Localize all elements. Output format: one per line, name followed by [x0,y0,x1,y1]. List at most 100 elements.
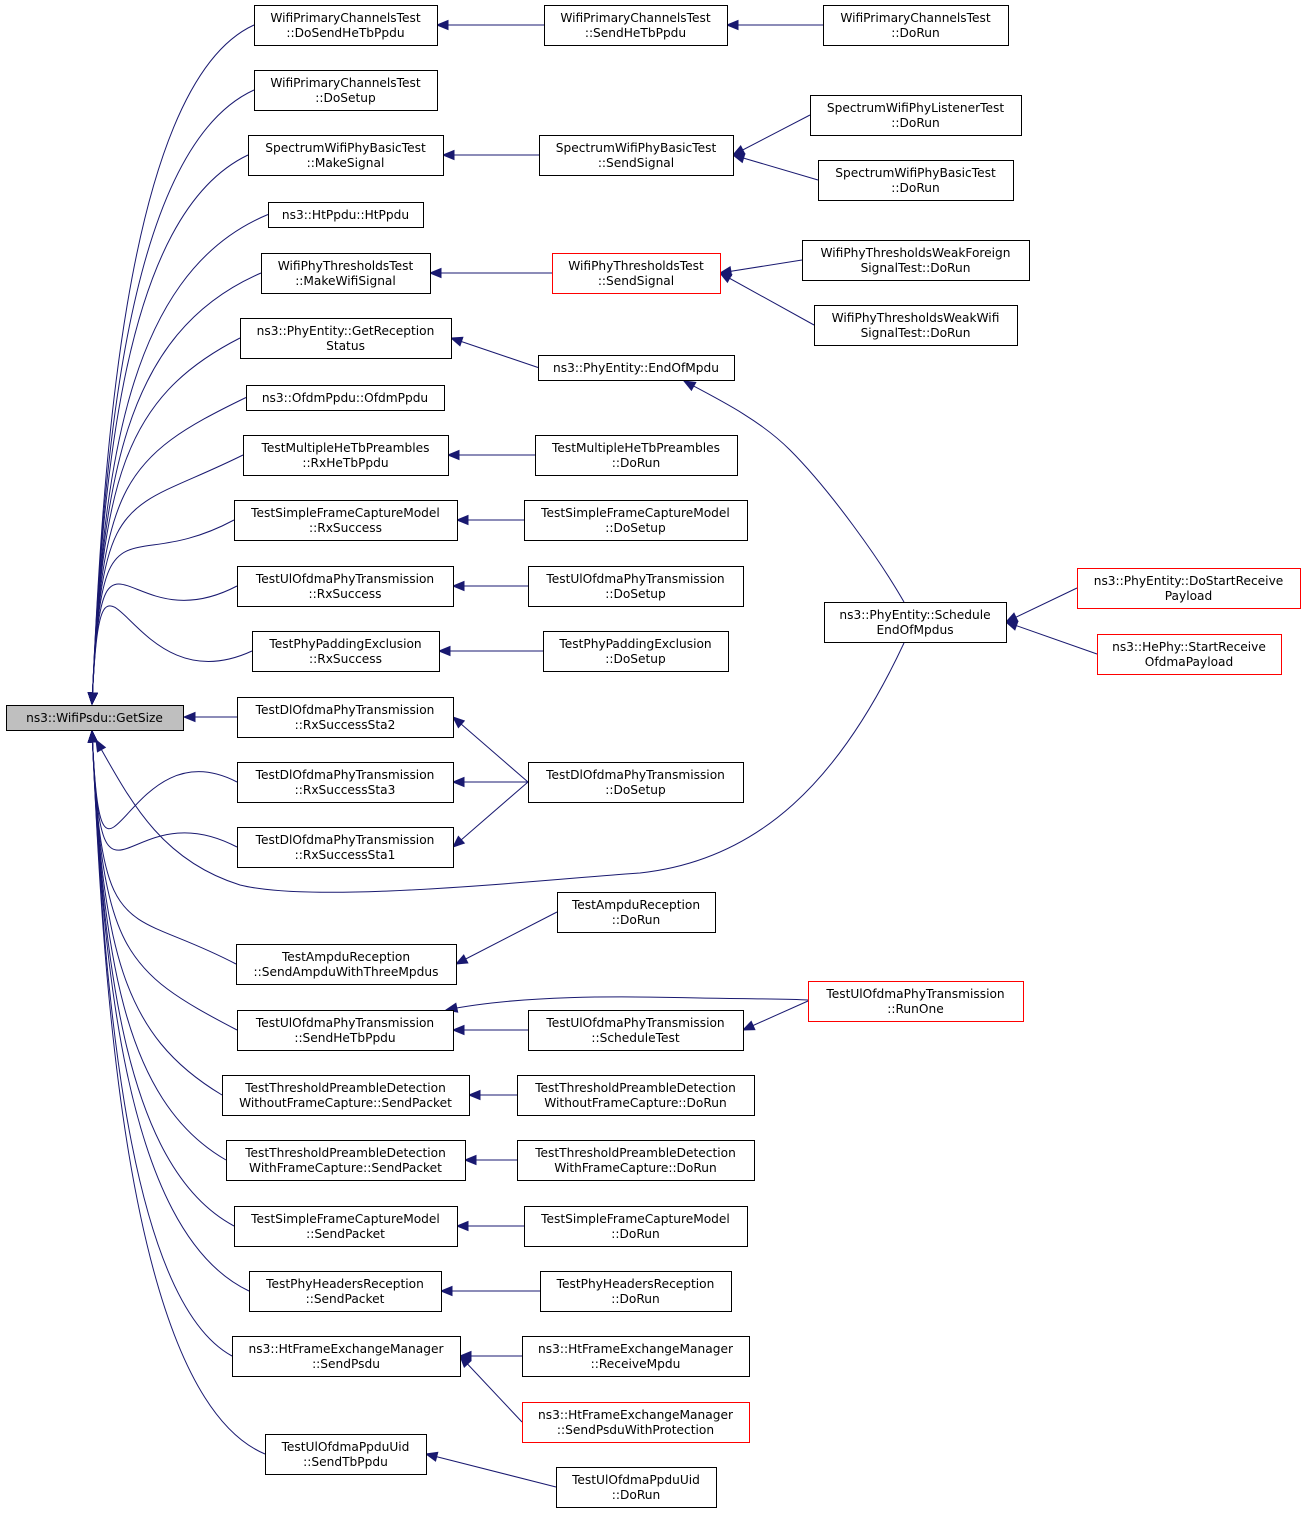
node-label-line: WifiPhyThresholdsTest [278,259,414,273]
node-label-line: ns3::HtFrameExchangeManager [538,1342,734,1356]
node-tar-dorun[interactable]: TestAmpduReception::DoRun [557,892,716,933]
node-tul-sched[interactable]: TestUlOfdmaPhyTransmission::ScheduleTest [528,1010,744,1051]
node-label-line: TestAmpduReception [571,898,700,912]
node-label-line: ::DoRun [891,116,939,130]
node-label-line: TestPhyPaddingExclusion [268,637,421,651]
edge-tmhe_dorun-to-tmhe_rx [446,449,535,461]
node-label-line: ::SendAmpduWithThreeMpdus [254,965,439,979]
node-label-line: TestUlOfdmaPhyTransmission [825,987,1004,1001]
edge-tdl_rx2-to-root [182,711,237,723]
node-tsfc-rx[interactable]: TestSimpleFrameCaptureModel::RxSuccess [234,500,458,541]
node-tulu-dorun[interactable]: TestUlOfdmaPpduUid::DoRun [556,1467,717,1508]
node-pe-endof[interactable]: ns3::PhyEntity::EndOfMpdu [538,355,735,381]
node-label-line: ns3::OfdmPpdu::OfdmPpdu [262,391,428,405]
node-tmhe-dorun[interactable]: TestMultipleHeTbPreambles::DoRun [535,435,738,476]
node-label-line: ::DoRun [612,456,660,470]
node-tul-runone[interactable]: TestUlOfdmaPhyTransmission::RunOne [808,981,1024,1022]
node-tsfc-dosetup[interactable]: TestSimpleFrameCaptureModel::DoSetup [524,500,748,541]
node-wpc-dosend[interactable]: WifiPrimaryChannelsTest::DoSendHeTbPpdu [254,5,438,46]
node-ttpd-wo-dorun[interactable]: TestThresholdPreambleDetectionWithoutFra… [517,1075,755,1116]
edge-tul_runone-to-tul_send [444,996,809,1013]
node-tphr-send[interactable]: TestPhyHeadersReception::SendPacket [249,1271,442,1312]
node-label-line: TestSimpleFrameCaptureModel [250,1212,440,1226]
node-label-line: ::DoRun [612,1488,660,1502]
node-label-line: WithoutFrameCapture::SendPacket [239,1096,452,1110]
node-label-line: ::SendPacket [306,1292,385,1306]
node-label-line: TestPhyPaddingExclusion [558,637,711,651]
node-label-line: OfdmaPayload [1145,655,1234,669]
node-tdl-dosetup[interactable]: TestDlOfdmaPhyTransmission::DoSetup [528,762,744,803]
node-tar-send[interactable]: TestAmpduReception::SendAmpduWithThreeMp… [236,944,457,985]
node-label-line: ns3::WifiPsdu::GetSize [26,711,163,725]
edge-ttpd_wo_send-to-root [87,729,223,1096]
node-tul-rx[interactable]: TestUlOfdmaPhyTransmission::RxSuccess [237,566,454,607]
node-label-line: ::MakeSignal [307,156,385,170]
node-label-line: ::SendPsdu [312,1357,380,1371]
node-tpp-rx[interactable]: TestPhyPaddingExclusion::RxSuccess [252,631,440,672]
nodes-layer: ns3::WifiPsdu::GetSize WifiPrimaryChannel… [6,5,1301,1508]
edge-pe_endof-to-pe_getrx [449,336,539,368]
node-wpc-dosetup[interactable]: WifiPrimaryChannelsTest::DoSetup [254,70,438,111]
node-ttpd-wo-send[interactable]: TestThresholdPreambleDetectionWithoutFra… [222,1075,470,1116]
edge-tul_dosetup-to-tul_rx [451,580,528,592]
node-wpt-make[interactable]: WifiPhyThresholdsTest::MakeWifiSignal [261,253,431,294]
node-label-line: TestThresholdPreambleDetection [534,1081,736,1095]
edge-wptwf_dorun-to-wpt_sendsig [718,259,803,277]
edges-layer [87,19,1098,1488]
node-wptww-dorun[interactable]: WifiPhyThresholdsWeakWifiSignalTest::DoR… [814,305,1018,346]
node-label-line: ::SendHeTbPpdu [294,1031,395,1045]
node-tulu-send[interactable]: TestUlOfdmaPpduUid::SendTbPpdu [265,1434,427,1475]
edge-pe_sched-to-root [95,642,905,893]
node-tdl-rx2[interactable]: TestDlOfdmaPhyTransmission::RxSuccessSta… [237,697,454,738]
edge-tsfc_dorun-to-tsfc_send [455,1220,524,1232]
node-tpp-dosetup[interactable]: TestPhyPaddingExclusion::DoSetup [543,631,729,672]
node-wpc-sendhe[interactable]: WifiPrimaryChannelsTest::SendHeTbPpdu [544,5,728,46]
node-label-line: TestPhyHeadersReception [265,1277,424,1291]
node-wptwf-dorun[interactable]: WifiPhyThresholdsWeakForeignSignalTest::… [802,240,1030,281]
node-label-line: ::RunOne [887,1002,943,1016]
node-label-line: ::RxSuccessSta3 [295,783,396,797]
node-wpc-dorun[interactable]: WifiPrimaryChannelsTest::DoRun [823,5,1009,46]
node-ttpd-w-send[interactable]: TestThresholdPreambleDetectionWithFrameC… [226,1140,466,1181]
edge-tulu_dorun-to-tulu_send [424,1451,557,1488]
node-htppdu[interactable]: ns3::HtPpdu::HtPpdu [268,202,424,228]
node-tdl-rx3[interactable]: TestDlOfdmaPhyTransmission::RxSuccessSta… [237,762,454,803]
node-wpt-sendsig[interactable]: WifiPhyThresholdsTest::SendSignal [552,253,721,294]
node-label-line: SpectrumWifiPhyBasicTest [835,166,996,180]
node-tmhe-rx[interactable]: TestMultipleHeTbPreambles::RxHeTbPpdu [243,435,449,476]
edge-pe_dostart-to-pe_sched [1004,587,1078,623]
node-swpb-sendsig[interactable]: SpectrumWifiPhyBasicTest::SendSignal [539,135,734,176]
node-label-line: ::SendSignal [598,156,674,170]
node-tul-send[interactable]: TestUlOfdmaPhyTransmission::SendHeTbPpdu [237,1010,454,1051]
node-label-line: ::DoSendHeTbPpdu [286,26,404,40]
node-label-line: ::DoSetup [605,783,666,797]
node-swpb-dorun[interactable]: SpectrumWifiPhyBasicTest::DoRun [818,160,1014,201]
node-swpb-make[interactable]: SpectrumWifiPhyBasicTest::MakeSignal [248,135,444,176]
edge-swpb_dorun-to-swpb_sendsig [731,153,819,181]
node-label-line: ::ReceiveMpdu [591,1357,681,1371]
edge-htfem_sendprot-to-htfem_send [459,1355,523,1423]
node-tsfc-send[interactable]: TestSimpleFrameCaptureModel::SendPacket [234,1206,458,1247]
edge-tdl_dosetup-to-tdl_rx3 [451,776,528,788]
node-label-line: TestDlOfdmaPhyTransmission [545,768,725,782]
node-htfem-send[interactable]: ns3::HtFrameExchangeManager::SendPsdu [232,1336,461,1377]
node-label-line: ::SendPsduWithProtection [557,1423,714,1437]
node-tdl-rx1[interactable]: TestDlOfdmaPhyTransmission::RxSuccessSta… [237,827,454,868]
node-root[interactable]: ns3::WifiPsdu::GetSize [6,705,184,731]
node-label-line: ns3::HePhy::StartReceive [1112,640,1266,654]
node-htfem-sendprot[interactable]: ns3::HtFrameExchangeManager::SendPsduWit… [522,1402,750,1443]
node-tul-dosetup[interactable]: TestUlOfdmaPhyTransmission::DoSetup [528,566,744,607]
node-label-line: ::DoRun [891,26,939,40]
node-htfem-recv[interactable]: ns3::HtFrameExchangeManager::ReceiveMpdu [522,1336,750,1377]
node-ofdmppdu[interactable]: ns3::OfdmPpdu::OfdmPpdu [246,385,445,411]
node-tphr-dorun[interactable]: TestPhyHeadersReception::DoRun [540,1271,732,1312]
node-tsfc-dorun[interactable]: TestSimpleFrameCaptureModel::DoRun [524,1206,748,1247]
node-swpl-dorun[interactable]: SpectrumWifiPhyListenerTest::DoRun [810,95,1022,136]
node-label-line: ::MakeWifiSignal [295,274,396,288]
node-label-line: ::ScheduleTest [591,1031,679,1045]
node-ttpd-w-dorun[interactable]: TestThresholdPreambleDetectionWithFrameC… [517,1140,755,1181]
